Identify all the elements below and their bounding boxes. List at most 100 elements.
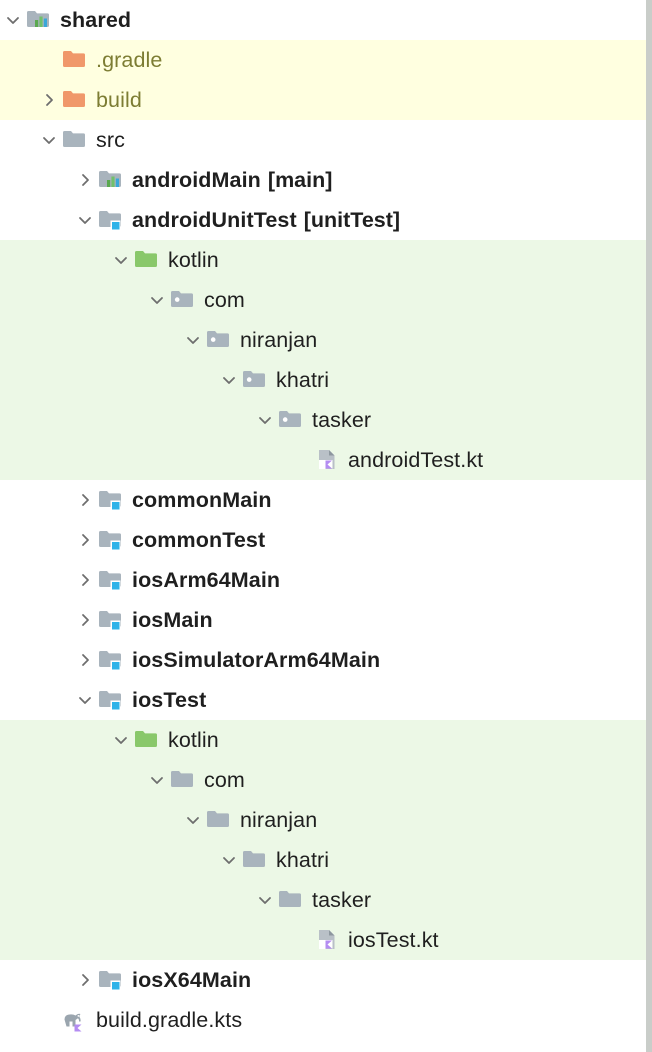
tree-row[interactable]: kotlin [0, 240, 652, 280]
tree-row[interactable]: com [0, 280, 652, 320]
kotlin-file-icon [314, 447, 340, 473]
indent-spacer [0, 440, 288, 480]
twisty-placeholder [36, 1000, 62, 1040]
chevron-down-icon[interactable] [180, 320, 206, 360]
tree-row[interactable]: shared [0, 0, 652, 40]
chevron-down-icon[interactable] [180, 800, 206, 840]
indent-spacer [0, 80, 36, 120]
folder-gray-icon [62, 127, 88, 153]
indent-spacer [0, 960, 72, 1000]
chevron-down-icon[interactable] [216, 360, 242, 400]
tree-row-label: iosMain [132, 608, 213, 632]
chevron-right-icon[interactable] [72, 160, 98, 200]
indent-spacer [0, 640, 72, 680]
source-set-folder-icon [98, 527, 124, 553]
tree-row[interactable]: build.gradle.kts [0, 1000, 652, 1040]
tree-row[interactable]: iosArm64Main [0, 560, 652, 600]
chevron-down-icon[interactable] [72, 680, 98, 720]
tree-row-label: iosX64Main [132, 968, 252, 992]
indent-spacer [0, 720, 108, 760]
indent-spacer [0, 600, 72, 640]
tree-row-label: commonMain [132, 488, 272, 512]
twisty-placeholder [288, 440, 314, 480]
tree-row-label: kotlin [168, 248, 219, 272]
indent-spacer [0, 520, 72, 560]
chevron-down-icon[interactable] [252, 880, 278, 920]
tree-row[interactable]: iosTest [0, 680, 652, 720]
tree-row-label: iosTest [132, 688, 207, 712]
tree-row[interactable]: tasker [0, 400, 652, 440]
tree-row[interactable]: androidMain[main] [0, 160, 652, 200]
indent-spacer [0, 480, 72, 520]
tree-row[interactable]: khatri [0, 360, 652, 400]
tree-row-label: iosTest.kt [348, 928, 439, 952]
indent-spacer [0, 920, 288, 960]
source-set-folder-icon [98, 567, 124, 593]
chevron-right-icon[interactable] [72, 480, 98, 520]
chevron-down-icon[interactable] [216, 840, 242, 880]
chevron-down-icon[interactable] [108, 240, 134, 280]
tree-row[interactable]: src [0, 120, 652, 160]
chevron-down-icon[interactable] [36, 120, 62, 160]
tree-row-label: androidMain [132, 168, 261, 192]
chevron-down-icon[interactable] [252, 400, 278, 440]
chevron-right-icon[interactable] [72, 960, 98, 1000]
tree-row[interactable]: niranjan [0, 800, 652, 840]
tree-row-label: khatri [276, 368, 330, 392]
tree-row-source-set-tag: [unitTest] [303, 208, 401, 232]
tree-row[interactable]: androidTest.kt [0, 440, 652, 480]
chevron-right-icon[interactable] [72, 640, 98, 680]
vertical-scrollbar[interactable] [646, 0, 652, 1052]
indent-spacer [0, 200, 72, 240]
tree-row[interactable]: iosX64Main [0, 960, 652, 1000]
tree-row-label: androidTest.kt [348, 448, 484, 472]
tree-row[interactable]: commonTest [0, 520, 652, 560]
indent-spacer [0, 880, 252, 920]
twisty-placeholder [36, 40, 62, 80]
folder-gray-icon [206, 807, 232, 833]
chevron-down-icon[interactable] [108, 720, 134, 760]
tree-row-label: khatri [276, 848, 330, 872]
indent-spacer [0, 800, 180, 840]
chevron-down-icon[interactable] [0, 0, 26, 40]
tree-row[interactable]: iosTest.kt [0, 920, 652, 960]
tree-row[interactable]: iosSimulatorArm64Main [0, 640, 652, 680]
indent-spacer [0, 680, 72, 720]
tree-row[interactable]: .gradle [0, 40, 652, 80]
indent-spacer [0, 360, 216, 400]
tree-row[interactable]: khatri [0, 840, 652, 880]
indent-spacer [0, 120, 36, 160]
folder-orange-icon [62, 87, 88, 113]
tree-row-label: build.gradle.kts [96, 1008, 243, 1032]
tree-row[interactable]: androidUnitTest[unitTest] [0, 200, 652, 240]
module-folder-icon [26, 7, 52, 33]
chevron-right-icon[interactable] [72, 520, 98, 560]
tree-row[interactable]: build [0, 80, 652, 120]
tree-row-label: niranjan [240, 808, 318, 832]
tree-row[interactable]: commonMain [0, 480, 652, 520]
chevron-down-icon[interactable] [144, 760, 170, 800]
tree-row[interactable]: kotlin [0, 720, 652, 760]
tree-row[interactable]: niranjan [0, 320, 652, 360]
tree-row-label: kotlin [168, 728, 219, 752]
chevron-down-icon[interactable] [72, 200, 98, 240]
tree-row-label: com [204, 288, 245, 312]
tree-row[interactable]: com [0, 760, 652, 800]
tree-row-label: commonTest [132, 528, 266, 552]
tree-row[interactable]: tasker [0, 880, 652, 920]
indent-spacer [0, 560, 72, 600]
chevron-right-icon[interactable] [72, 560, 98, 600]
chevron-down-icon[interactable] [144, 280, 170, 320]
tree-row[interactable]: iosMain [0, 600, 652, 640]
indent-spacer [0, 280, 144, 320]
package-folder-icon [170, 287, 196, 313]
chevron-right-icon[interactable] [36, 80, 62, 120]
source-set-folder-icon [98, 607, 124, 633]
twisty-placeholder [288, 920, 314, 960]
tree-row-label: iosArm64Main [132, 568, 281, 592]
tree-row-label: tasker [312, 888, 372, 912]
tree-row-label: com [204, 768, 245, 792]
indent-spacer [0, 240, 108, 280]
chevron-right-icon[interactable] [72, 600, 98, 640]
